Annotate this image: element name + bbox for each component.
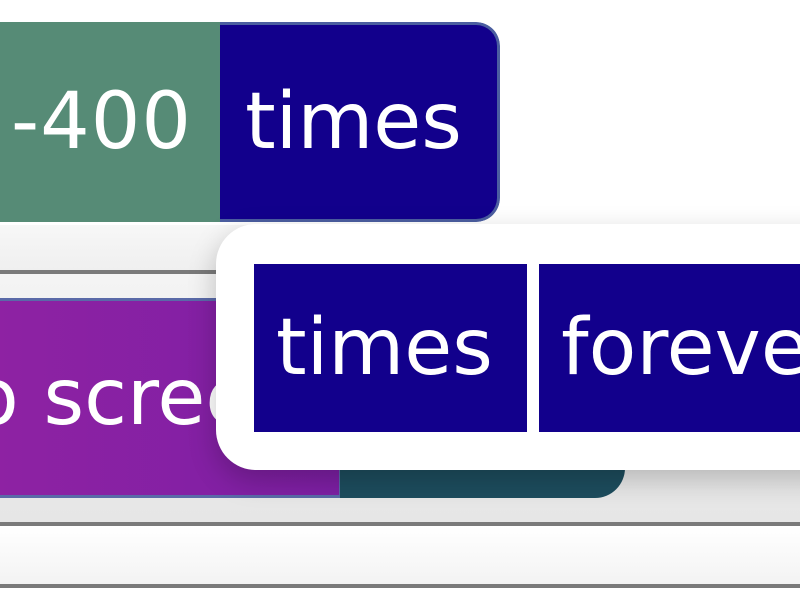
dropdown-menu: times foreve <box>216 224 800 470</box>
script-row <box>0 526 800 584</box>
dropdown-option-forever[interactable]: foreve <box>539 264 800 432</box>
repeat-block[interactable]: -400 times <box>0 22 500 222</box>
dropdown-option-label: times <box>276 303 493 393</box>
dropdown-option-label: foreve <box>561 303 800 393</box>
repeat-count-input[interactable]: -400 <box>0 22 220 222</box>
repeat-count-value: -400 <box>10 77 192 167</box>
row-divider <box>0 522 800 526</box>
repeat-mode-dropdown[interactable]: times <box>220 22 500 222</box>
row-divider <box>0 584 800 588</box>
repeat-mode-label: times <box>245 77 462 167</box>
dropdown-option-times[interactable]: times <box>254 264 528 432</box>
